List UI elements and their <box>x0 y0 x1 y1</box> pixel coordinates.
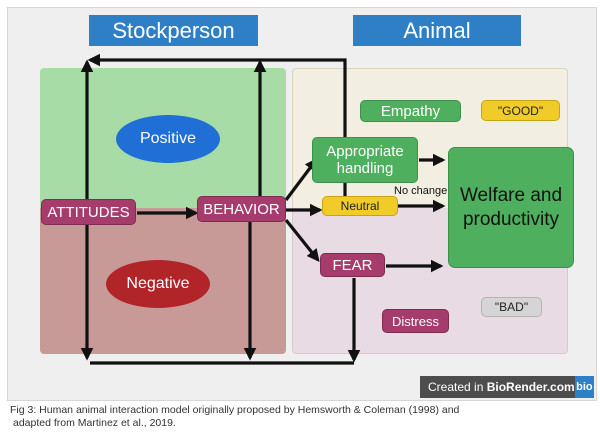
empathy-node: Empathy <box>360 100 461 122</box>
behavior-node: BEHAVIOR <box>197 196 286 222</box>
watermark-brand: BioRender.com <box>486 380 575 394</box>
animal-header: Animal <box>353 15 521 46</box>
no-change-label: No change <box>394 185 448 197</box>
good-badge: "GOOD" <box>481 100 560 121</box>
watermark-text: Created in <box>428 380 487 394</box>
biorender-watermark: Created in BioRender.com bio <box>420 376 594 398</box>
positive-ellipse: Positive <box>116 115 220 163</box>
behavior-to-fear-arrow <box>284 219 320 262</box>
figure-caption: Fig 3: Human animal interaction model or… <box>10 404 590 430</box>
negative-ellipse: Negative <box>106 260 210 308</box>
behavior-to-handling-arrow <box>284 157 318 201</box>
distress-node: Distress <box>382 309 449 333</box>
fear-node: FEAR <box>320 253 385 277</box>
bad-badge: "BAD" <box>481 297 542 317</box>
attitudes-node: ATTITUDES <box>41 199 136 225</box>
appropriate-handling-node: Appropriate handling <box>312 137 418 183</box>
caption-line-1: Fig 3: Human animal interaction model or… <box>10 404 460 416</box>
biorender-logo-icon: bio <box>574 376 594 398</box>
welfare-productivity-node: Welfare and productivity <box>448 147 574 268</box>
stockperson-header: Stockperson <box>89 15 258 46</box>
top-loop-line <box>87 53 347 208</box>
neutral-node: Neutral <box>322 196 398 216</box>
caption-line-2: adapted from Martinez et al., 2019. <box>13 417 176 429</box>
